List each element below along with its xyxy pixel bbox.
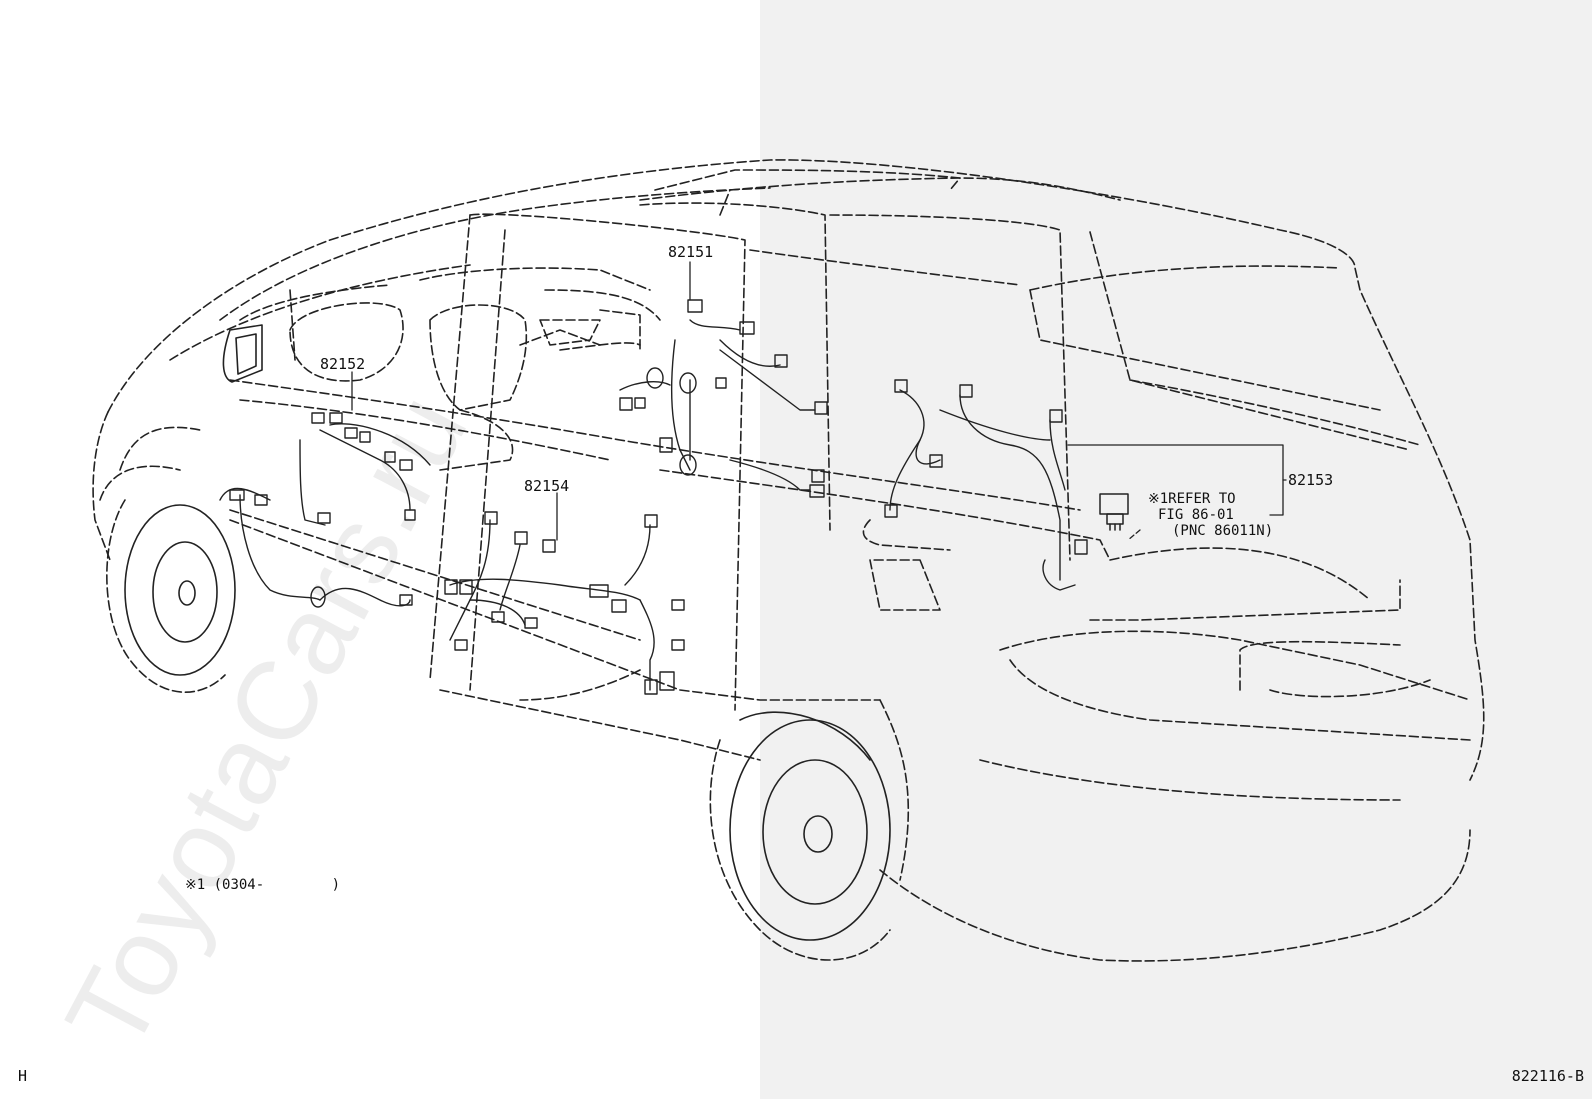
part-label-82153: 82153 xyxy=(1288,471,1334,489)
front-wheel xyxy=(106,499,236,693)
footnote: ※1 (0304- ) xyxy=(185,877,341,893)
sheet-letter: H xyxy=(18,1067,28,1085)
part-label-82152: 82152 xyxy=(320,355,366,373)
wire-harness-82153 xyxy=(884,379,1088,591)
refer-note-line1: ※1REFER TO xyxy=(1148,491,1236,507)
side-mirror xyxy=(222,324,263,383)
rear-wheel xyxy=(709,711,891,961)
part-label-82151: 82151 xyxy=(668,243,714,261)
front-seats xyxy=(289,302,601,471)
refer-note-line2: FIG 86-01 xyxy=(1158,507,1234,523)
relay-component xyxy=(1099,493,1129,531)
wire-harness-82154 xyxy=(444,511,685,695)
part-label-82154: 82154 xyxy=(524,477,570,495)
leader-lines xyxy=(351,261,1287,541)
refer-note-line3: (PNC 86011N) xyxy=(1172,523,1274,539)
wire-harness-82152 xyxy=(219,412,431,608)
vehicle-body-outline xyxy=(92,159,1485,962)
figure-code: 822116-B xyxy=(1511,1067,1584,1085)
wire-harness-82151 xyxy=(619,299,828,498)
